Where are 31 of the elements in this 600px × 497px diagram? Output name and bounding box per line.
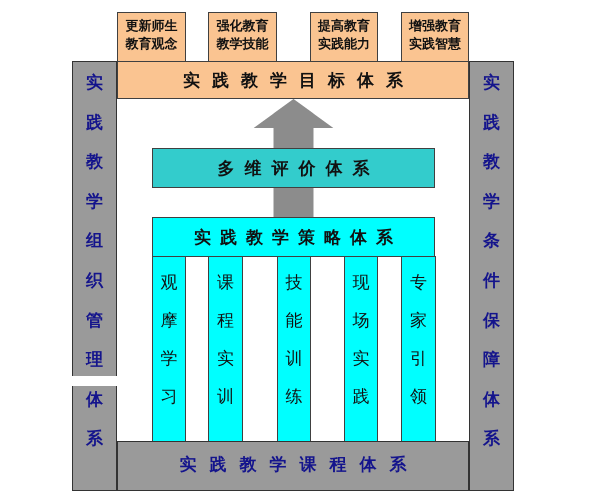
strategy-bar bbox=[152, 217, 435, 257]
pillar bbox=[344, 256, 378, 442]
pillar-label: 课程实训 bbox=[217, 272, 234, 409]
pillar-label: 观摩学习 bbox=[160, 272, 178, 409]
goal-box bbox=[401, 12, 469, 61]
base-band bbox=[117, 441, 469, 491]
pillar bbox=[152, 256, 186, 442]
column-title: 实践教学组织管理体系 bbox=[86, 72, 103, 452]
pillar-label: 现场实践 bbox=[352, 272, 370, 409]
band-title: 实践教学目标体系 bbox=[182, 70, 415, 92]
column-title: 实践教学条件保障体系 bbox=[483, 72, 500, 452]
evaluation-bar bbox=[152, 148, 435, 188]
goal-text: 强化教育教学技能 bbox=[216, 18, 268, 54]
goal-text: 增强教育实践智慧 bbox=[409, 18, 461, 54]
goal-box bbox=[117, 12, 186, 61]
pillar bbox=[208, 256, 243, 442]
goal-box bbox=[310, 12, 378, 61]
bar-title: 多维评价体系 bbox=[216, 158, 380, 180]
side-column bbox=[469, 61, 514, 491]
goal-box bbox=[208, 12, 277, 61]
pillar-label: 专家引领 bbox=[410, 272, 427, 409]
target-band bbox=[117, 61, 469, 99]
band-title: 实践教学课程体系 bbox=[178, 454, 420, 476]
bar-title: 实践教学策略体系 bbox=[193, 226, 402, 248]
goal-text: 更新师生教育观念 bbox=[126, 18, 178, 54]
pillar-label: 技能训练 bbox=[286, 272, 302, 409]
pillar bbox=[401, 256, 436, 442]
goal-text: 提高教育实践能力 bbox=[318, 18, 370, 54]
pillar bbox=[277, 256, 311, 442]
block-arrow bbox=[254, 99, 334, 148]
side-column bbox=[72, 61, 117, 491]
